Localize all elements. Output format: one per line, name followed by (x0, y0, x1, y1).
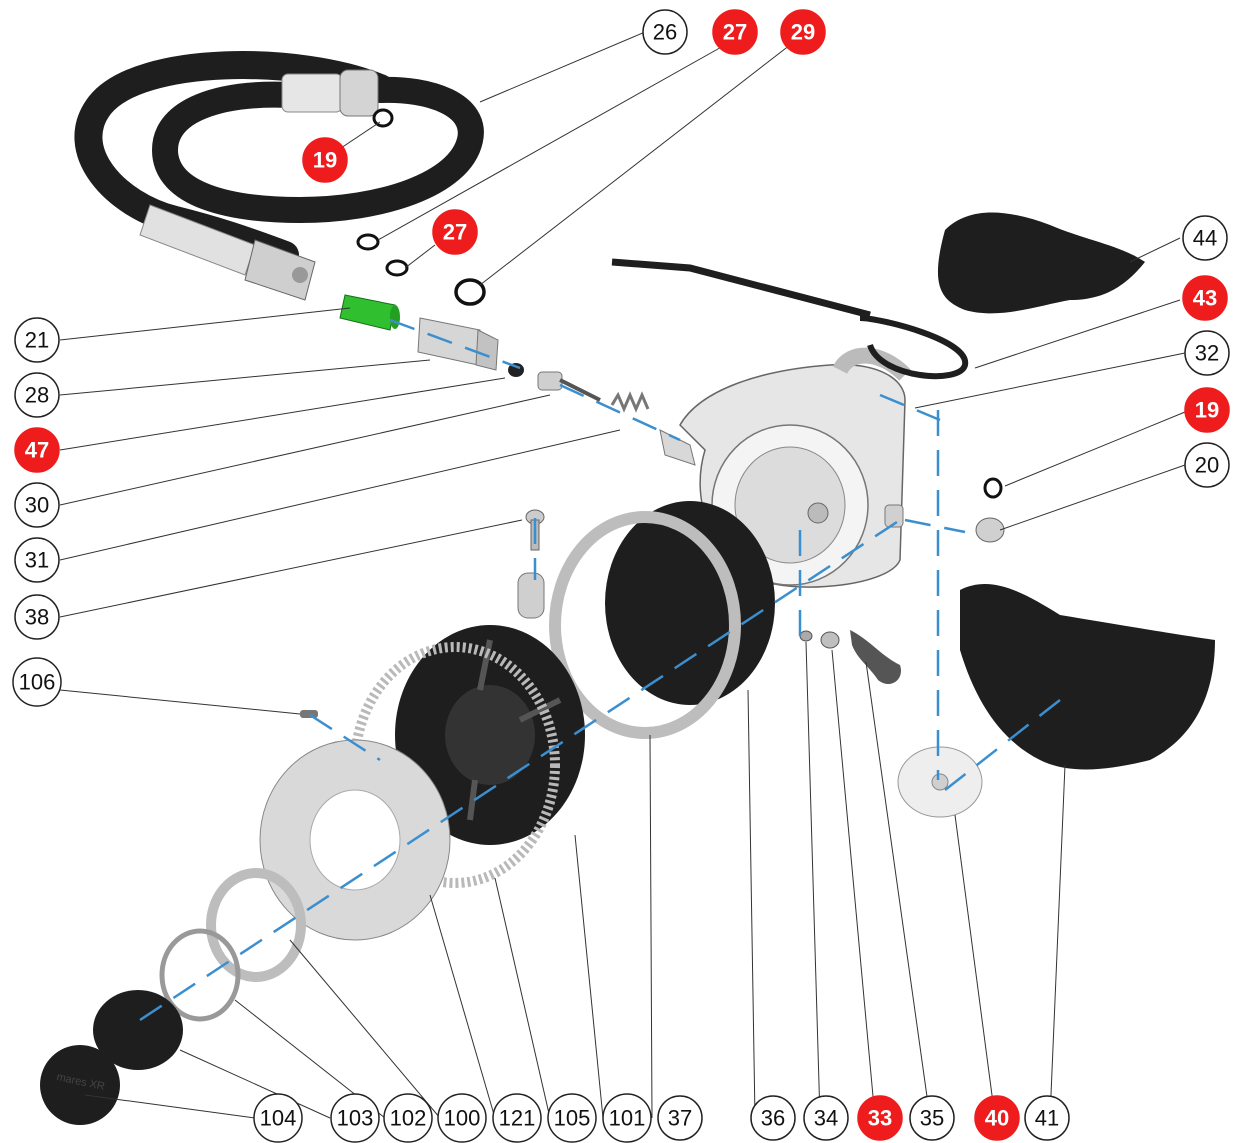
main-case-part (659, 347, 911, 588)
svg-text:29: 29 (791, 20, 815, 45)
o-ring-19-part (372, 108, 394, 128)
callout-37: 37 (657, 1095, 703, 1141)
svg-text:26: 26 (653, 20, 677, 45)
callout-19: 19 (302, 137, 348, 183)
callout-26: 26 (642, 9, 688, 55)
svg-text:20: 20 (1195, 453, 1219, 478)
svg-text:36: 36 (761, 1106, 785, 1131)
svg-text:100: 100 (444, 1106, 481, 1131)
cap-104-part: mares XR (40, 1045, 120, 1125)
o-ring-29-part (454, 278, 486, 306)
assembly-axis-lines (139, 318, 1061, 1022)
nut-33-part (820, 631, 840, 649)
lever-35-part (850, 630, 901, 685)
spring-part (610, 391, 650, 413)
screw-106-part (300, 710, 318, 718)
svg-text:32: 32 (1195, 341, 1219, 366)
callout-121: 121 (492, 1093, 542, 1143)
svg-text:28: 28 (25, 383, 49, 408)
callout-27-second: 27 (432, 209, 478, 255)
callout-34: 34 (803, 1095, 849, 1141)
svg-text:121: 121 (499, 1106, 536, 1131)
svg-text:104: 104 (260, 1106, 297, 1131)
svg-text:27: 27 (443, 220, 467, 245)
callout-36: 36 (750, 1095, 796, 1141)
svg-text:27: 27 (723, 20, 747, 45)
ring-100-part (206, 868, 306, 982)
callout-27: 27 (712, 9, 758, 55)
svg-text:19: 19 (1195, 398, 1219, 423)
callout-105: 105 (547, 1093, 597, 1143)
plug-20-part (975, 517, 1005, 543)
o-ring-27-second-part (385, 259, 409, 277)
callout-44: 44 (1182, 215, 1228, 261)
svg-text:41: 41 (1035, 1106, 1059, 1131)
exhaust-valve-part (897, 746, 983, 818)
svg-text:37: 37 (668, 1106, 692, 1131)
callout-31: 31 (14, 537, 60, 583)
green-nipple-part (339, 294, 400, 331)
exhaust-cover-part (960, 584, 1215, 770)
callout-43: 43 (1182, 275, 1228, 321)
callout-40: 40 (974, 1095, 1020, 1141)
svg-text:30: 30 (25, 493, 49, 518)
svg-text:33: 33 (868, 1106, 892, 1131)
callout-32: 32 (1184, 330, 1230, 376)
callout-35: 35 (909, 1095, 955, 1141)
svg-text:101: 101 (609, 1106, 646, 1131)
retaining-ring-101-part (395, 625, 585, 845)
ring-102-part (159, 928, 241, 1022)
svg-text:40: 40 (985, 1106, 1009, 1131)
hose-part (74, 51, 484, 301)
callout-103: 103 (330, 1093, 380, 1143)
leader-lines (59, 31, 1186, 1119)
cable-tie-part (611, 258, 968, 380)
callout-41: 41 (1024, 1095, 1070, 1141)
svg-text:19: 19 (313, 148, 337, 173)
callout-30: 30 (14, 482, 60, 528)
svg-text:43: 43 (1193, 286, 1217, 311)
svg-text:21: 21 (25, 328, 49, 353)
callout-104: 104 (253, 1093, 303, 1143)
mouthpiece-part (937, 212, 1145, 314)
svg-text:103: 103 (337, 1106, 374, 1131)
poppet-part (537, 371, 601, 402)
svg-text:105: 105 (554, 1106, 591, 1131)
svg-text:34: 34 (814, 1106, 838, 1131)
o-ring-27-part (356, 233, 380, 251)
callout-101: 101 (602, 1093, 652, 1143)
callout-21: 21 (14, 317, 60, 363)
svg-text:44: 44 (1193, 226, 1217, 251)
washer-34-part (799, 630, 813, 642)
callout-47: 47 (14, 427, 60, 473)
svg-text:38: 38 (25, 605, 49, 630)
svg-text:35: 35 (920, 1106, 944, 1131)
connector-part (417, 317, 499, 371)
callout-28: 28 (14, 372, 60, 418)
callout-38: 38 (14, 594, 60, 640)
callout-20: 20 (1184, 442, 1230, 488)
svg-text:31: 31 (25, 548, 49, 573)
svg-text:102: 102 (390, 1106, 427, 1131)
clip-part (517, 572, 545, 619)
callout-29: 29 (780, 9, 826, 55)
callout-19-second: 19 (1184, 387, 1230, 433)
callout-106: 106 (12, 657, 62, 707)
button-103-part (93, 990, 183, 1070)
callout-33: 33 (857, 1095, 903, 1141)
ring-37-part (549, 511, 741, 739)
callout-bubbles: 26 27 29 19 27 44 43 32 19 20 21 28 47 3… (12, 9, 1230, 1143)
callout-102: 102 (383, 1093, 433, 1143)
svg-text:47: 47 (25, 438, 49, 463)
svg-text:106: 106 (19, 670, 56, 695)
seat-47-part (508, 363, 524, 377)
front-cover-121-part (259, 739, 451, 941)
o-ring-19b-part (983, 477, 1003, 499)
callout-100: 100 (437, 1093, 487, 1143)
